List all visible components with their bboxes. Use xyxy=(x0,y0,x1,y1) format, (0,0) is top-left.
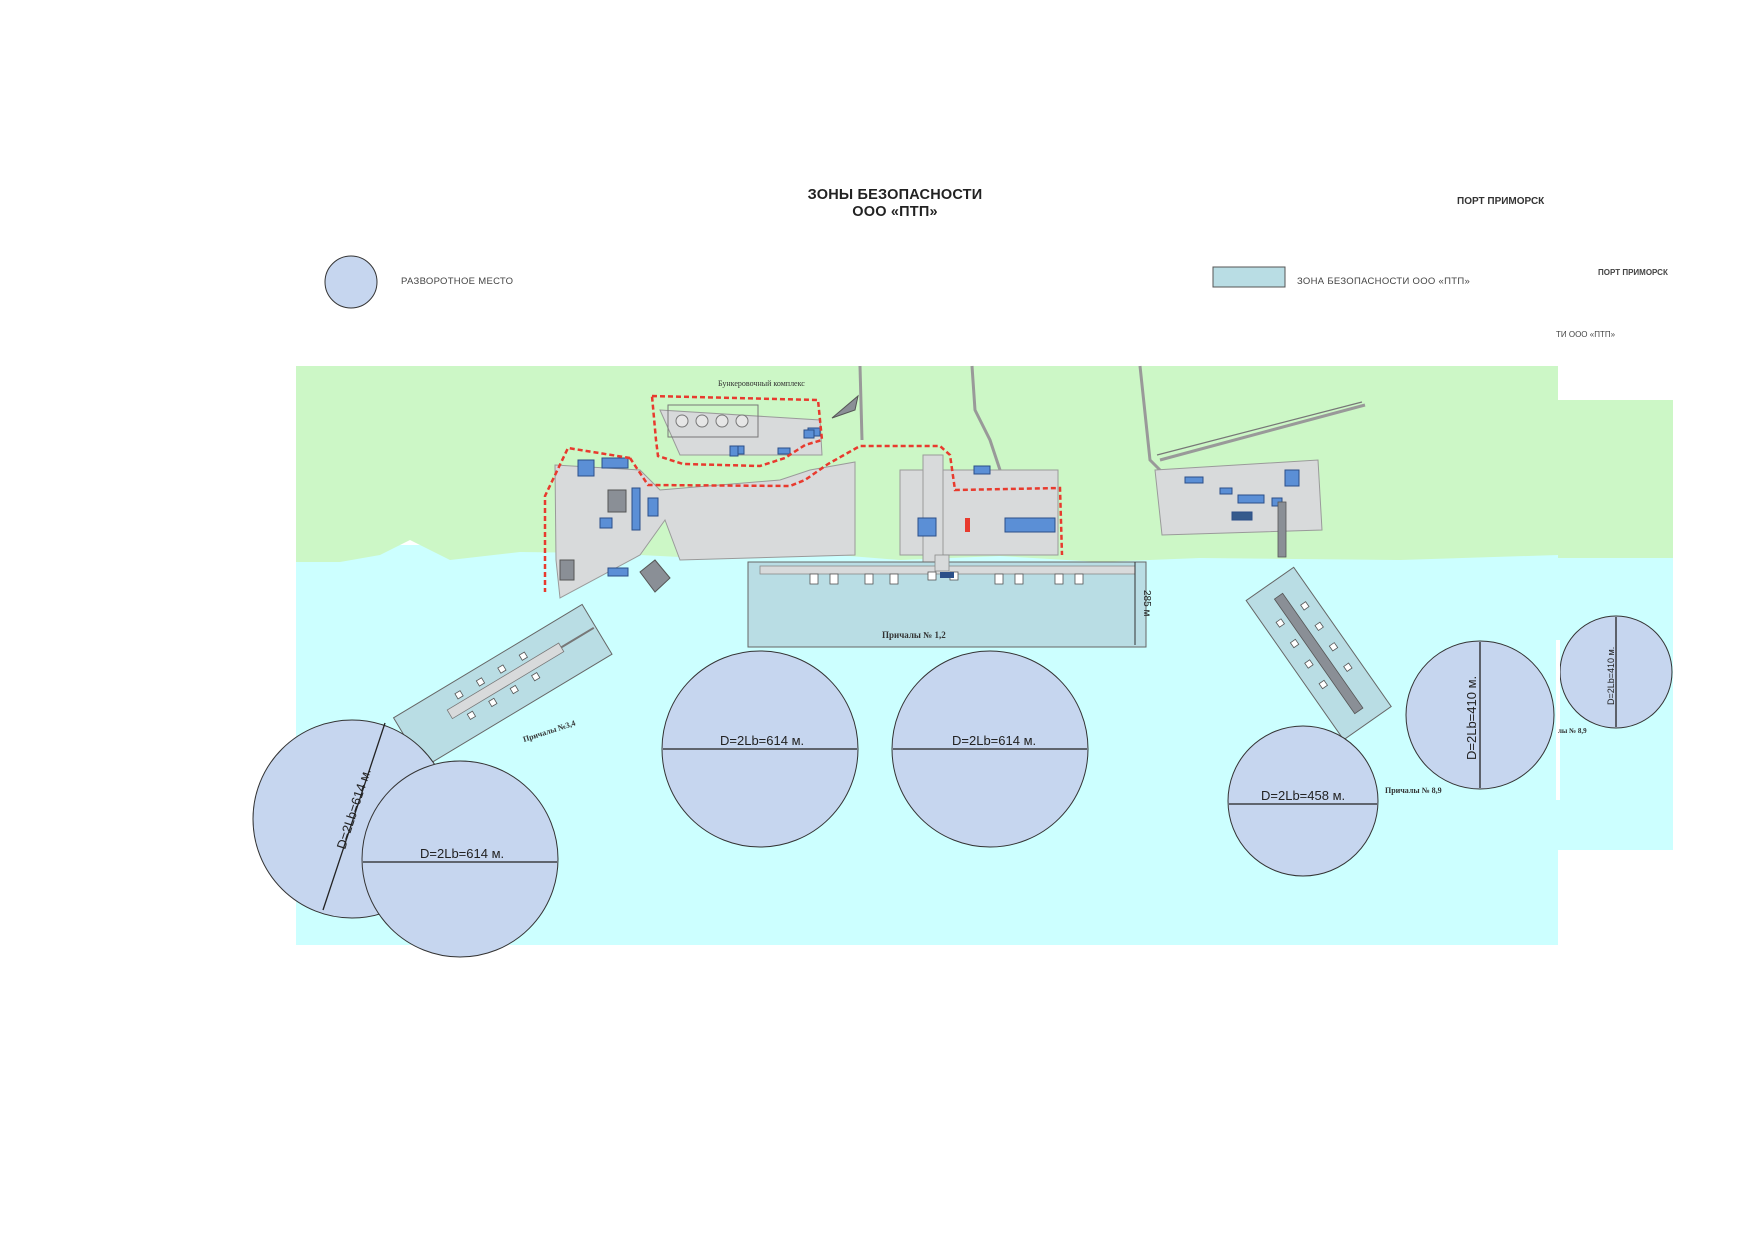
inset-subheader: ТИ ООО «ПТП» xyxy=(1556,330,1616,339)
circle-2-label-text: D=2Lb=614 м. xyxy=(420,846,504,861)
berth-right-label: лы № 8,9 xyxy=(1558,727,1587,735)
trestle xyxy=(1277,501,1287,558)
safety-zone-berths-3-4 xyxy=(392,603,613,769)
page-title: ЗОНЫ БЕЗОПАСНОСТИ ООО «ПТП» xyxy=(0,187,1752,220)
pipeline xyxy=(1156,401,1363,456)
circle-4-label: D=2Lb=614 м. xyxy=(952,733,1036,748)
berth-right-label-text: лы № 8,9 xyxy=(1558,727,1587,735)
diameter-lines xyxy=(322,617,1617,911)
inset-header: ПОРТ ПРИМОРСК xyxy=(1598,268,1668,277)
grey-buildings xyxy=(559,394,859,593)
berth-89-label-text: Причалы № 8,9 xyxy=(1385,786,1442,795)
legend-safety-zone-label: ЗОНА БЕЗОПАСНОСТИ ООО «ПТП» xyxy=(1297,276,1471,287)
legend-turning-area-label: РАЗВОРОТНОЕ МЕСТО xyxy=(401,276,514,287)
complex-label: Бункеровочный комплекс xyxy=(718,379,805,388)
circle-3-label: D=2Lb=614 м. xyxy=(720,733,804,748)
berth-12-label: Причалы № 1,2 xyxy=(882,630,946,640)
legend-safety-zone-swatch xyxy=(1212,266,1286,288)
dimension-285-text: 285 м xyxy=(1141,590,1152,616)
circle-6-label: D=2Lb=410 м. xyxy=(1464,676,1479,760)
buildings xyxy=(577,427,1300,577)
circle-7-label: D=2Lb=410 м. xyxy=(1606,647,1616,705)
circle-5-label-text: D=2Lb=458 м. xyxy=(1261,788,1345,803)
circle-7-label-text: D=2Lb=410 м. xyxy=(1606,647,1616,705)
circle-2-label: D=2Lb=614 м. xyxy=(420,846,504,861)
circle-5-label: D=2Lb=458 м. xyxy=(1261,788,1345,803)
inset-divider xyxy=(1556,640,1560,800)
red-marker xyxy=(965,518,970,532)
complex-label-text: Бункеровочный комплекс xyxy=(718,379,805,388)
circle-6-label-text: D=2Lb=410 м. xyxy=(1464,676,1479,760)
safety-zone-berths-8-9 xyxy=(1245,566,1392,741)
dimension-285-label: 285 м xyxy=(1141,590,1152,616)
inset-land xyxy=(1558,400,1673,560)
storage-tanks xyxy=(667,404,759,438)
berth-89-label: Причалы № 8,9 xyxy=(1385,786,1442,795)
turning-circle-2 xyxy=(361,760,559,958)
circle-3-label-text: D=2Lb=614 м. xyxy=(720,733,804,748)
header-port-name: ПОРТ ПРИМОРСК xyxy=(1457,196,1545,207)
legend-turning-area-swatch xyxy=(324,255,378,309)
title-line-2: ООО «ПТП» xyxy=(852,204,938,220)
ptp-boundary xyxy=(543,394,1064,592)
berth-12-label-text: Причалы № 1,2 xyxy=(882,630,946,640)
circle-4-label-text: D=2Lb=614 м. xyxy=(952,733,1036,748)
turning-circle-5 xyxy=(1227,725,1379,877)
title-line-1: ЗОНЫ БЕЗОПАСНОСТИ xyxy=(807,187,983,203)
safety-zone-berths-1-2 xyxy=(747,554,1147,648)
